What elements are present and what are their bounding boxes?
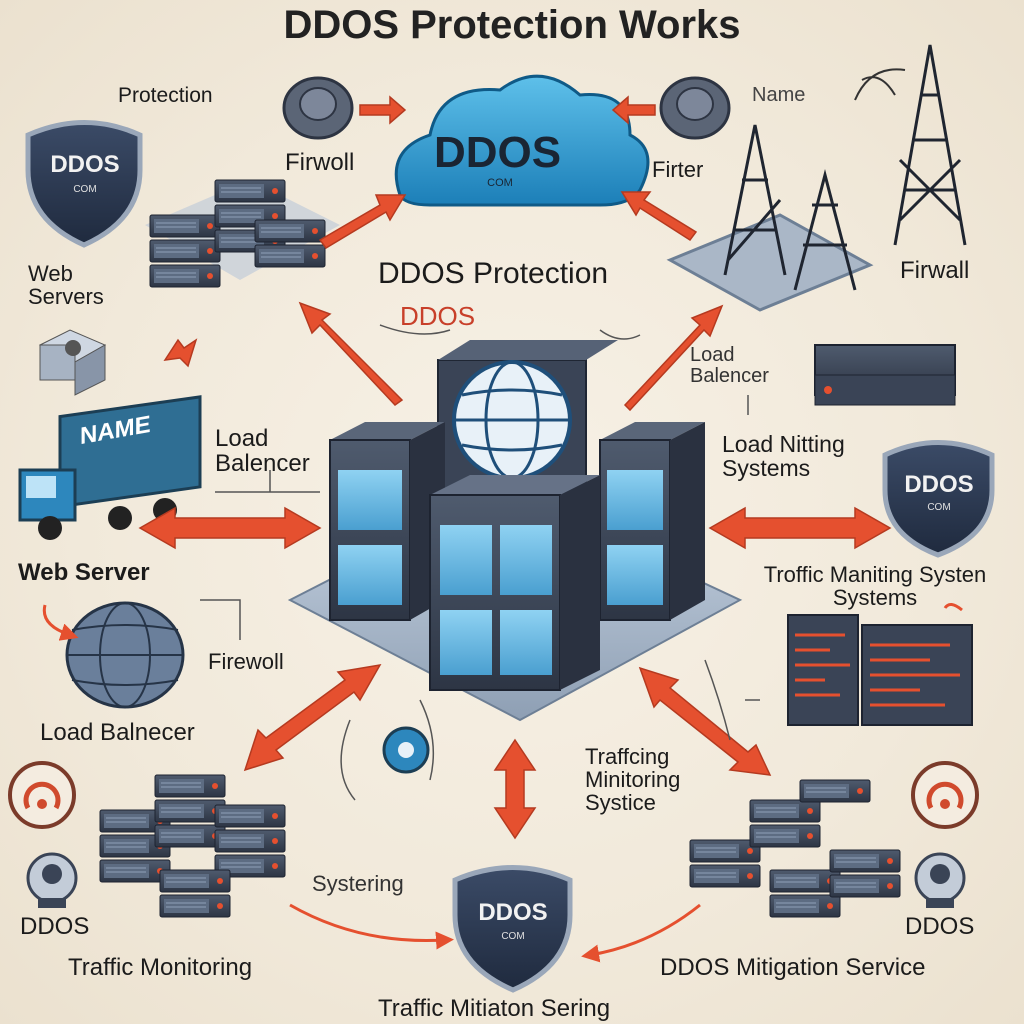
center-title: DDOS Protection	[378, 257, 609, 290]
web-server-racks-top-left	[145, 179, 340, 288]
label-load-balancer-left: Load Balencer	[215, 425, 310, 478]
shield-top-left-sub: COM	[73, 184, 97, 195]
label-load-nitting: Load Nitting Systems	[722, 431, 845, 482]
node-disc-icon	[382, 726, 430, 774]
central-server-cluster	[329, 340, 705, 691]
signal-icon-right	[911, 761, 979, 829]
label-mitigation-service: DDOS Mitigation Service	[660, 954, 926, 981]
label-load-balnecer: Load Balnecer	[40, 719, 195, 746]
label-web-servers: Web Servers	[28, 261, 104, 310]
transmission-towers	[666, 44, 967, 312]
shield-right-label: DDOS	[904, 471, 974, 498]
label-firewoll: Firewoll	[208, 649, 284, 674]
web-server-box	[38, 329, 107, 396]
label-web-server: Web Server	[18, 559, 150, 586]
page-title: DDOS Protection Works	[283, 3, 741, 47]
camera-icon-right	[914, 852, 966, 908]
ddos-cloud	[394, 74, 650, 207]
camera-icon-left	[26, 852, 78, 908]
label-ddos-right: DDOS	[905, 913, 975, 940]
load-balancer-rack-right	[814, 344, 956, 406]
globe-icon	[452, 360, 572, 480]
label-firwall-right: Firwall	[900, 257, 970, 284]
label-load-balancer-right: Load Balencer	[690, 344, 769, 387]
label-ddos-left: DDOS	[20, 913, 90, 940]
label-firter: Firter	[652, 157, 704, 182]
shield-bottom-sub: COM	[501, 931, 525, 942]
label-systering: Systering	[312, 871, 404, 896]
cloud-label: DDOS	[433, 128, 562, 177]
firewall-disc-left	[282, 76, 354, 140]
cloud-sub-label: COM	[487, 177, 513, 189]
connector-lines	[200, 324, 760, 801]
shield-right-sub: COM	[927, 502, 951, 513]
label-trafficing: Traffcing Minitoring Systice	[585, 744, 681, 816]
center-sub: DDOS	[400, 301, 476, 331]
traffic-monitoring-screens	[787, 614, 973, 726]
shield-top-left	[25, 120, 143, 248]
truck	[18, 395, 202, 540]
firewall-disc-right	[659, 76, 731, 140]
flow-arrows	[138, 95, 892, 840]
left-globe-icon	[65, 601, 185, 709]
label-traffic-monitoring: Traffic Monitoring	[68, 954, 253, 981]
traffic-monitoring-racks	[99, 774, 286, 918]
label-traffic-mitigation: Traffic Mitiaton Sering	[378, 995, 611, 1022]
label-protection: Protection	[118, 84, 213, 107]
shield-right	[882, 440, 995, 558]
curved-arrows	[42, 603, 963, 963]
label-firwoll: Firwoll	[285, 149, 355, 176]
shield-bottom	[452, 865, 573, 993]
label-name-top: Name	[752, 84, 806, 106]
shield-bottom-label: DDOS	[478, 899, 548, 926]
signal-icon-left	[8, 761, 76, 829]
label-traffic-maniting: Troffic Maniting Systen Systems	[763, 562, 987, 611]
shield-top-left-label: DDOS	[50, 151, 120, 178]
